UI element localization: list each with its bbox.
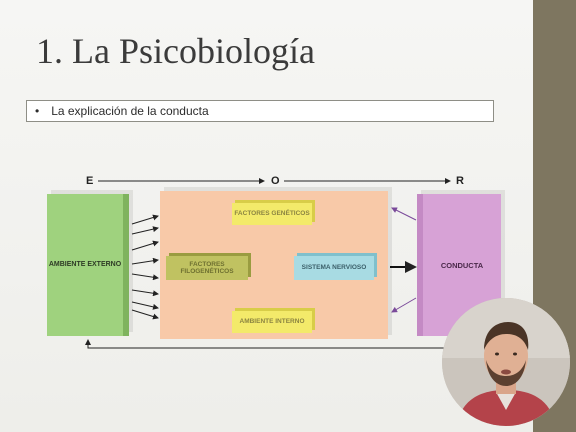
letter-r: R <box>456 175 464 187</box>
factores-filogeneticos-box: FACTORES FILOGENÉTICOS <box>166 256 248 280</box>
sistema-nervioso-box: SISTEMA NERVIOSO <box>294 256 374 280</box>
presenter-video-icon[interactable] <box>442 298 570 426</box>
feedback-arrow-bottom <box>391 297 417 313</box>
letter-e: E <box>86 175 94 187</box>
ambiente-externo-box: AMBIENTE EXTERNO <box>47 194 129 336</box>
letter-o: O <box>271 175 280 187</box>
bullet-icon: • <box>35 104 40 118</box>
slide-title: 1. La Psicobiología <box>36 31 315 71</box>
slide: 1. La Psicobiología • La explicación de … <box>0 0 533 432</box>
bullet-box: • La explicación de la conducta <box>26 100 494 122</box>
bullet-text: La explicación de la conducta <box>51 104 209 118</box>
behavior-diagram: E O R AMBIENTE EXTERNO CONDUCTA FACTORES… <box>40 172 520 357</box>
factores-geneticos-box: FACTORES GENÉTICOS <box>232 203 312 225</box>
ambiente-interno-box: AMBIENTE INTERNO <box>232 311 312 333</box>
input-arrows <box>131 214 159 320</box>
feedback-arrow-top <box>391 207 417 221</box>
